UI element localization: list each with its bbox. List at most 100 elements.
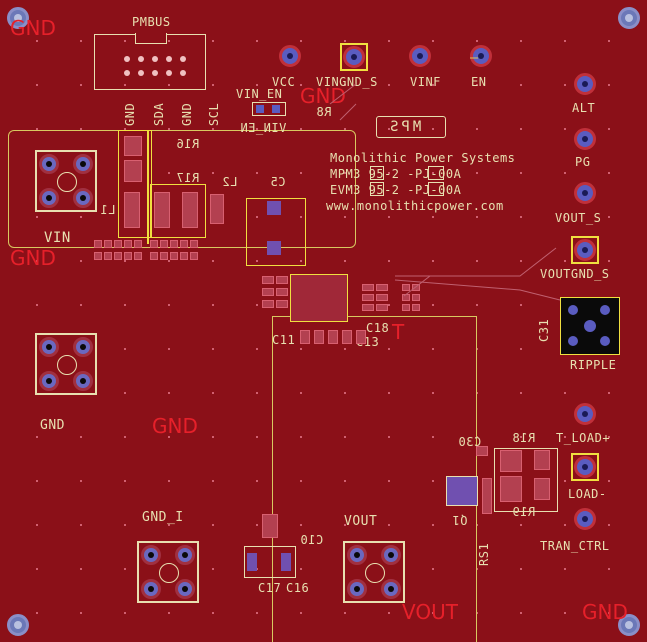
net-label-gnd-center: GND (152, 414, 198, 438)
label-vingnd-s: VINGND_S (316, 75, 378, 89)
grid-dot (476, 216, 478, 218)
grid-dot (300, 524, 302, 526)
grid-dot (168, 304, 170, 306)
net-label-gnd-br: GND (582, 600, 628, 624)
grid-dot (256, 568, 258, 570)
label-c17: C17 (258, 581, 282, 595)
grid-dot (124, 348, 126, 350)
grid-dot (564, 84, 566, 86)
grid-dot (212, 40, 214, 42)
grid-dot (256, 436, 258, 438)
grid-dot (344, 128, 346, 130)
testpoint-tran-ctrl[interactable] (574, 508, 596, 530)
grid-dot (432, 568, 434, 570)
grid-dot (520, 216, 522, 218)
grid-dot (432, 480, 434, 482)
r17-resistor (124, 160, 142, 182)
c-pad-right (210, 194, 224, 224)
grid-dot (520, 260, 522, 262)
ripple-connector[interactable] (560, 297, 620, 355)
testpoint-vinf[interactable] (409, 45, 431, 67)
label-ripple: RIPPLE (570, 358, 617, 372)
l2-inductor (150, 184, 206, 238)
testpoint-pg[interactable] (574, 128, 596, 150)
grid-dot (520, 304, 522, 306)
mps-logo: MPS (376, 116, 446, 138)
terminal-gnd-left[interactable] (35, 333, 97, 395)
grid-dot (36, 40, 38, 42)
grid-dot (388, 216, 390, 218)
grid-dot (344, 260, 346, 262)
pmbus-pin (138, 56, 144, 62)
c-small-bottom (262, 514, 278, 538)
pmbus-pin (152, 56, 158, 62)
terminal-gnd-i[interactable] (137, 541, 199, 603)
grid-dot (344, 392, 346, 394)
grid-dot (564, 480, 566, 482)
smd-component (300, 330, 310, 344)
grid-dot (300, 260, 302, 262)
testpoint-en[interactable] (470, 45, 492, 67)
smd-component (190, 252, 198, 260)
testpoint-voutgnd-s[interactable] (571, 236, 599, 264)
grid-dot (432, 304, 434, 306)
grid-dot (520, 392, 522, 394)
grid-dot (344, 216, 346, 218)
smd-component (412, 294, 420, 301)
label-alt: ALT (572, 101, 596, 115)
smd-component (124, 240, 132, 248)
testpoint-t-load[interactable] (574, 403, 596, 425)
smd-component (402, 304, 410, 311)
smd-component (276, 276, 288, 284)
testpoint-vcc[interactable] (279, 45, 301, 67)
grid-dot (476, 40, 478, 42)
grid-dot (168, 524, 170, 526)
grid-dot (476, 172, 478, 174)
pmbus-pin (152, 70, 158, 76)
c17-pad-1 (247, 553, 257, 571)
testpoint-vingnd-s[interactable] (340, 43, 368, 71)
grid-dot (80, 40, 82, 42)
smd-component (114, 240, 122, 248)
grid-dot (36, 84, 38, 86)
smd-component (376, 304, 388, 311)
label-website: www.monolithicpower.com (326, 199, 504, 213)
grid-dot (36, 304, 38, 306)
l1-pad (124, 192, 140, 228)
vin-en-jumper[interactable] (252, 102, 286, 116)
testpoint-alt[interactable] (574, 73, 596, 95)
testpoint-vout-s[interactable] (574, 182, 596, 204)
smd-component (160, 252, 168, 260)
terminal-vout[interactable] (343, 541, 405, 603)
net-label-vout: VOUT (402, 600, 458, 624)
smd-component (314, 330, 324, 344)
testpoint-load-minus[interactable] (571, 453, 599, 481)
grid-dot (344, 348, 346, 350)
label-c18: C18 (366, 321, 390, 335)
label-c16: C16 (286, 581, 310, 595)
grid-dot (168, 128, 170, 130)
grid-dot (520, 612, 522, 614)
grid-dot (212, 84, 214, 86)
grid-dot (432, 524, 434, 526)
r16-resistor (124, 136, 142, 156)
grid-dot (300, 392, 302, 394)
grid-dot (300, 216, 302, 218)
load-circuit-outline (494, 448, 558, 512)
ripple-pin-2 (600, 305, 610, 315)
c5-outline (246, 198, 306, 266)
grid-dot (80, 216, 82, 218)
pmbus-pin (166, 70, 172, 76)
terminal-vin[interactable] (35, 150, 97, 212)
jumper-pin-1 (256, 105, 264, 113)
r19-pad (534, 478, 550, 500)
r18-pad (534, 450, 550, 470)
grid-dot (124, 260, 126, 262)
grid-dot (432, 348, 434, 350)
grid-dot (300, 128, 302, 130)
grid-dot (80, 480, 82, 482)
grid-dot (564, 392, 566, 394)
net-label-gnd-tl: GND (10, 16, 56, 40)
grid-dot (80, 612, 82, 614)
